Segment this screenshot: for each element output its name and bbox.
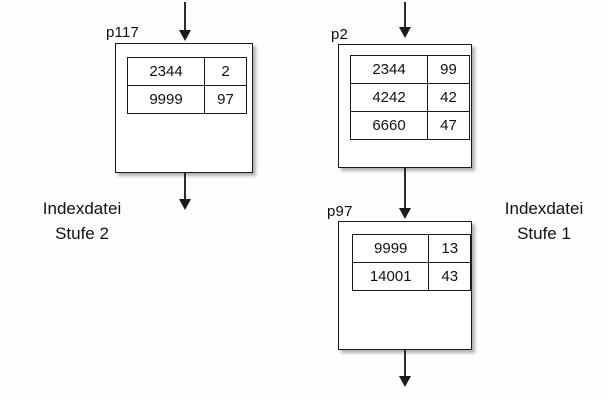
entry-table-p2: 2344 99 4242 42 6660 47 <box>350 55 470 140</box>
table-row[interactable]: 6660 47 <box>350 111 470 140</box>
entry-pointer: 43 <box>428 262 471 291</box>
page-block-p117[interactable]: 2344 2 9999 97 <box>115 43 253 173</box>
entry-key: 2344 <box>350 55 428 84</box>
entry-key: 6660 <box>350 111 428 140</box>
page-block-p2[interactable]: 2344 99 4242 42 6660 47 <box>338 44 472 168</box>
arrow-head <box>399 376 411 387</box>
block-label-p97: p97 <box>327 203 353 220</box>
entry-pointer: 42 <box>427 83 470 112</box>
caption-left-line2: Stufe 2 <box>55 224 109 243</box>
caption-right-line1: Indexdatei <box>504 199 584 218</box>
entry-pointer: 97 <box>204 85 247 114</box>
entry-pointer: 47 <box>427 111 470 140</box>
entry-pointer: 2 <box>204 57 247 86</box>
arrow-shaft <box>184 2 186 32</box>
caption-left: Indexdatei Stufe 2 <box>18 196 146 246</box>
arrow-head <box>179 199 191 210</box>
entry-pointer: 13 <box>428 234 471 263</box>
page-block-p97[interactable]: 9999 13 14001 43 <box>338 221 472 350</box>
table-row[interactable]: 9999 13 <box>351 234 471 263</box>
arrow-head <box>399 27 411 38</box>
table-row[interactable]: 9999 97 <box>127 85 247 114</box>
block-label-p117: p117 <box>106 24 140 41</box>
arrow-head <box>399 208 411 219</box>
entry-table-p117: 2344 2 9999 97 <box>127 57 247 114</box>
entry-key: 9999 <box>351 234 430 263</box>
arrow-shaft <box>404 168 406 210</box>
table-row[interactable]: 2344 99 <box>350 55 470 84</box>
block-label-p2: p2 <box>331 26 349 43</box>
table-row[interactable]: 14001 43 <box>351 262 471 291</box>
entry-key: 14001 <box>351 262 430 291</box>
caption-right: Indexdatei Stufe 1 <box>480 196 608 246</box>
table-row[interactable]: 2344 2 <box>127 57 247 86</box>
arrow-head <box>179 30 191 41</box>
caption-left-line1: Indexdatei <box>42 199 122 218</box>
arrow-shaft <box>404 2 406 29</box>
entry-key: 2344 <box>127 57 205 86</box>
arrow-shaft <box>404 350 406 378</box>
entry-pointer: 99 <box>427 55 470 84</box>
table-row[interactable]: 4242 42 <box>350 83 470 112</box>
entry-key: 4242 <box>350 83 428 112</box>
entry-table-p97: 9999 13 14001 43 <box>351 234 471 291</box>
arrow-shaft <box>184 173 186 201</box>
caption-right-line2: Stufe 1 <box>517 224 571 243</box>
entry-key: 9999 <box>127 85 205 114</box>
